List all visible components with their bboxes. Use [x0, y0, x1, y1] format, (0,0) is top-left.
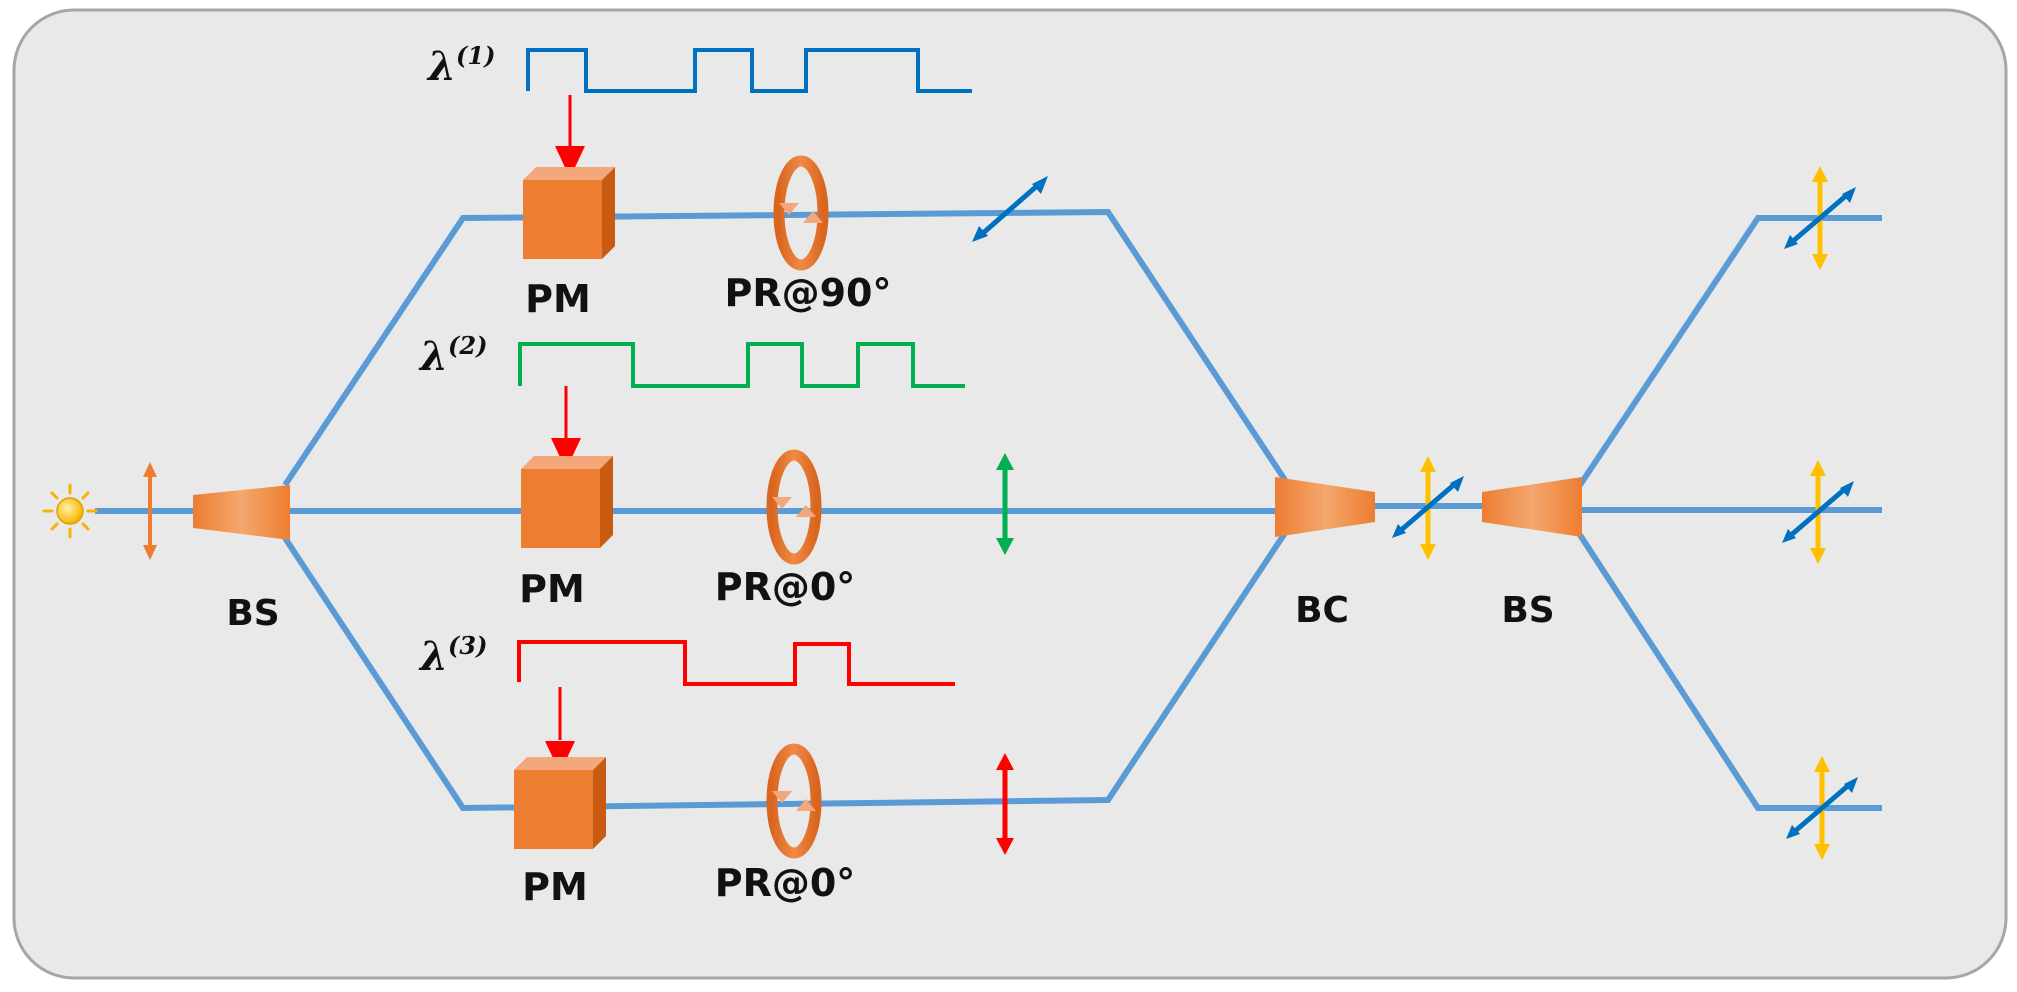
lambda-1-label: λ(1) [426, 41, 495, 90]
pm-arrow-mid [551, 386, 581, 470]
lambda-2-label: λ(2) [418, 331, 487, 380]
signal-lambda-3: λ(3) [418, 631, 955, 686]
beam-paths [95, 208, 1882, 812]
ring-icon [766, 743, 822, 859]
pm-mid-label: PM [519, 567, 585, 611]
upper-arm-beam [282, 208, 1288, 487]
lambda-3-waveform [517, 640, 955, 686]
bs-left-label: BS [226, 593, 279, 634]
cube-icon [521, 456, 613, 548]
output-beam-top [1577, 215, 1882, 487]
pm-bot-label: PM [522, 865, 588, 909]
polarization-marker-mid [996, 453, 1014, 555]
signal-lambda-1: λ(1) [426, 41, 972, 93]
cube-icon [523, 167, 615, 259]
sun-icon [42, 483, 98, 539]
beam-combiner [1275, 477, 1375, 537]
ring-icon [766, 449, 822, 565]
polarization-marker-bot [996, 753, 1014, 855]
output-polarization-marker-top [1784, 166, 1856, 270]
bc-label: BC [1295, 590, 1349, 631]
combined-polarization-marker [1392, 456, 1464, 560]
output-polarization-marker-mid [1782, 460, 1854, 564]
cube-icon [514, 757, 606, 849]
polarization-marker-top [972, 176, 1048, 242]
signal-lambda-2: λ(2) [418, 331, 965, 388]
lambda-3-label: λ(3) [418, 631, 487, 680]
pr-bot-label: PR@0° [715, 861, 856, 905]
pr-top-label: PR@90° [725, 271, 892, 315]
ring-icon [773, 155, 829, 271]
lambda-2-waveform [518, 342, 965, 388]
beam-splitter-left [193, 485, 290, 540]
lambda-1-waveform [526, 48, 972, 93]
lower-arm-beam [282, 531, 1288, 812]
input-polarization-arrow [143, 462, 157, 560]
pm-top-label: PM [525, 277, 591, 321]
pr-mid-label: PR@0° [715, 565, 856, 609]
beam-splitter-right [1482, 477, 1582, 537]
output-beam-bottom [1577, 533, 1882, 811]
output-polarization-marker-bot [1786, 756, 1858, 860]
diagram-frame [12, 8, 2008, 980]
bs-right-label: BS [1501, 590, 1554, 631]
pm-arrow-top [555, 95, 585, 178]
